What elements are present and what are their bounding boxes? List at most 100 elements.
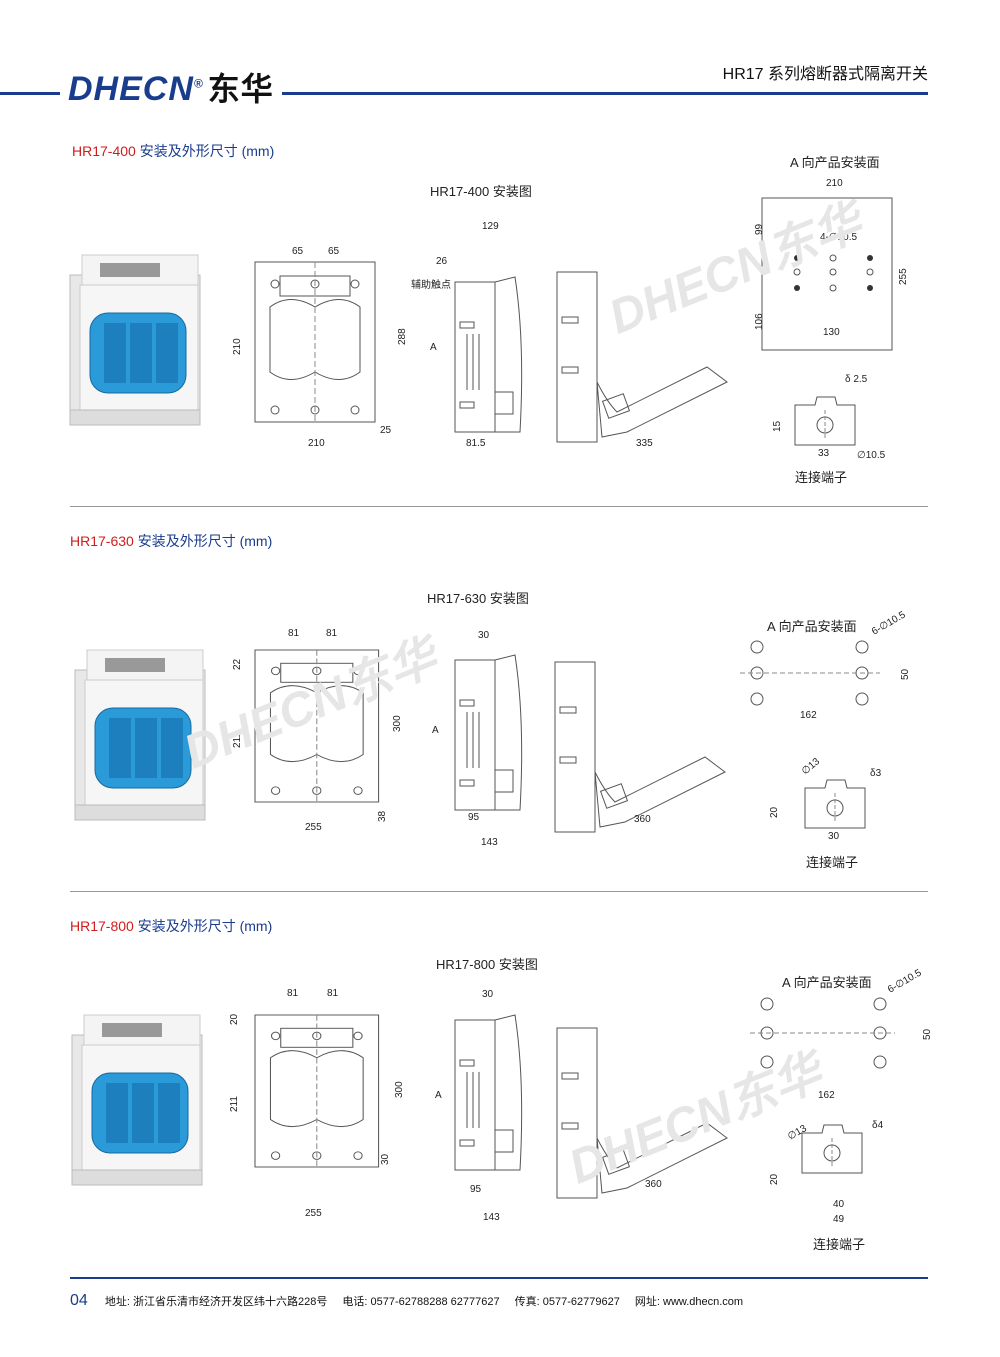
dim-text: 30 [482,989,494,1000]
dim-text: 81.5 [466,438,486,449]
dim-text: 65 [292,246,304,257]
dim-text: 255 [305,1208,322,1219]
dim-text: 20 [769,1173,780,1185]
header-rule-left [0,92,60,95]
dim-text: 288 [397,328,408,345]
drawing-title-400: HR17-400 安装图 [430,184,532,199]
dim-text: 81 [288,628,300,639]
dim-text: 65 [328,246,340,257]
terminal-view-630 [804,779,866,829]
dim-text: ∅13 [800,756,823,777]
dim-text: 30 [828,831,840,842]
section-heading-400: HR17-400 安装及外形尺寸 (mm) [72,143,275,159]
dim-text: 162 [818,1090,835,1101]
mounting-face-400 [761,197,893,351]
dim-text: 6-∅10.5 [886,967,924,995]
dim-text: δ4 [872,1120,884,1131]
face-label-400: A 向产品安装面 [790,155,880,170]
page-title: HR17 系列熔断器式隔离开关 [722,66,928,83]
front-view-800 [254,1014,380,1168]
brand-logo: DHECN®东华 [68,70,274,108]
dim-text: 81 [327,988,339,999]
dim-text: 210 [232,338,243,355]
dim-text: 143 [481,837,498,848]
terminal-label-800: 连接端子 [813,1237,866,1252]
terminal-view-800 [801,1124,863,1174]
arrow-a-label: A [432,725,439,736]
dim-text: 360 [645,1179,662,1190]
dim-text: 20 [769,806,780,818]
side-view-400 [454,276,523,433]
product-photo-800 [71,1014,203,1186]
face-label-630: A 向产品安装面 [767,619,857,634]
dim-text: 255 [898,268,909,285]
dim-text: 22 [232,658,243,670]
dim-text: 95 [468,812,480,823]
dim-text: 30 [478,630,490,641]
footer-phone: 电话: 0577-62788288 62777627 [342,1296,500,1308]
product-photo-400 [69,254,201,426]
dim-text: 211 [229,1096,240,1112]
dim-text: 300 [394,1081,405,1098]
drawing-title-630: HR17-630 安装图 [427,591,529,606]
dim-text: 38 [377,810,388,822]
side-view-630 [454,654,523,811]
dim-text: 26 [436,256,448,267]
arrow-a-label: A [435,1090,442,1101]
dim-text: 25 [380,425,392,436]
front-view-400 [254,261,376,423]
dim-text: 210 [308,438,325,449]
dim-labels-400: 65 65 210 288 210 25 129 26 辅助触点 A 81.5 … [232,178,909,461]
dim-text: 50 [900,668,911,680]
open-view-630 [554,661,726,833]
dim-text: 335 [636,438,653,449]
page-number: 04 [70,1292,88,1309]
dim-text: 162 [800,710,817,721]
side-view-800 [454,1014,523,1171]
footer-website[interactable]: 网址: www.dhecn.com [634,1296,744,1308]
terminal-label-630: 连接端子 [806,855,859,870]
section-heading-800: HR17-800 安装及外形尺寸 (mm) [70,918,273,934]
drawing-title-800: HR17-800 安装图 [436,957,538,972]
dim-text: 99 [754,223,765,235]
footer-address: 地址: 浙江省乐清市经济开发区纬十六路228号 [104,1296,328,1308]
dim-text: 6-∅10.5 [870,609,908,637]
dim-text: 4-∅10.5 [820,232,858,243]
dim-text: 106 [754,313,765,330]
dim-text: 129 [482,221,499,232]
dim-text: 81 [287,988,299,999]
dim-text: 20 [229,1013,240,1025]
dim-text: 30 [380,1153,391,1165]
terminal-label-400: 连接端子 [795,470,848,485]
section-divider [70,506,928,507]
mounting-face-630 [740,640,880,706]
footer: 04 地址: 浙江省乐清市经济开发区纬十六路228号 电话: 0577-6278… [70,1292,755,1310]
mounting-face-800 [750,997,895,1069]
dim-text: 300 [392,715,403,732]
dim-text: 255 [305,822,322,833]
dim-text: 81 [326,628,338,639]
dim-text: 50 [922,1028,933,1040]
dim-text: 130 [823,327,840,338]
dim-text: 211 [232,732,243,748]
dim-text: 143 [483,1212,500,1223]
header-rule-right [282,92,928,95]
dim-text: 210 [826,178,843,189]
dim-text: 95 [470,1184,482,1195]
dim-text: 33 [818,448,830,459]
footer-rule [70,1277,928,1279]
section-divider [70,891,928,892]
dim-text: 360 [634,814,651,825]
arrow-a-label: A [430,342,437,353]
dim-text: 15 [772,420,783,432]
terminal-view-400 [794,396,856,446]
dim-text: 49 [833,1214,845,1225]
dim-text: ∅10.5 [857,450,886,461]
face-label-800: A 向产品安装面 [782,975,872,990]
dim-text: δ3 [870,768,882,779]
dim-text: 40 [833,1199,845,1210]
aux-contact-label: 辅助触点 [411,278,451,291]
section-heading-630: HR17-630 安装及外形尺寸 (mm) [70,533,273,549]
footer-fax: 传真: 0577-62779627 [514,1296,620,1308]
